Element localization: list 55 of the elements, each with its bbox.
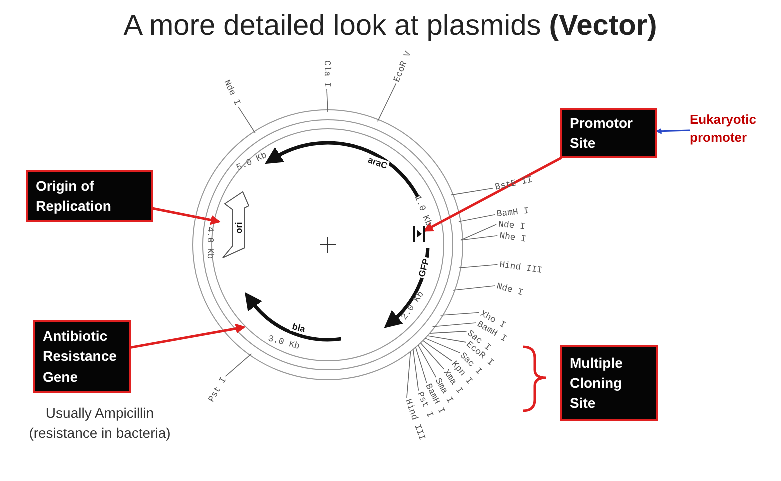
scale-label: 1.0 Kb [412,194,434,228]
promoter-marker [413,226,425,242]
leader-line [432,322,477,328]
title: A more detailed look at plasmids (Vector) [122,10,658,43]
scale-label: 5.0 Kb [235,150,269,174]
leader-line [429,331,468,334]
arrow [152,207,221,226]
leader-line [415,347,428,384]
note-text: Usually Ampicillin (resistance in bacteria) [28,404,172,443]
restriction-site-label: Nde I [222,78,242,108]
leader-line [420,342,444,370]
callout-box [33,320,131,393]
restriction-site-label: Pst I [206,376,230,404]
leader-line [326,89,328,112]
callout-text: Antibiotic Resistance Gene [43,327,118,387]
gene-name: araC [366,154,390,172]
arrow [130,324,246,349]
arrow [423,156,562,232]
gene-name: GFP [416,256,432,280]
scale-label: 3.0 Kb [267,334,301,352]
leader-line [412,349,420,392]
leader-line [425,338,460,354]
callout-text: Promotor Site [570,114,634,153]
restriction-site-label: Nhe I [498,231,528,245]
restriction-site-label: Nde I [496,282,524,298]
restriction-site-label: Cla I [322,60,332,88]
leader-line [406,351,412,398]
restriction-site-label: EcoR V [392,50,414,84]
scale-label: 2.0 Kb [400,290,426,322]
leader-line [458,264,498,268]
restriction-site-label: Hind III [498,260,544,276]
leader-line [452,286,496,291]
restriction-site-label: BstE II [494,175,534,193]
callout-box [560,108,657,158]
arrow [656,128,690,134]
callout-text: Multiple Cloning Site [570,354,624,414]
scale-label: 4.0 Kb [205,226,215,260]
leader-line [460,235,498,241]
leader-line [238,106,256,134]
leader-line [450,188,494,196]
leader-line [427,336,467,343]
callout-text: Origin of Replication [36,176,112,216]
leader-line [225,354,252,377]
restriction-site-label: BamH I [496,206,530,220]
callout-box [560,345,658,421]
gene-name: ori [234,221,244,235]
leader-line [460,224,497,241]
leader-line [418,344,437,378]
callout-box [26,170,153,222]
leader-line [440,312,480,316]
leader-line [422,340,452,362]
restriction-site-label: Nde I [498,220,526,232]
annotation-text: Eukaryotic promoter [690,111,770,148]
leader-line [377,83,397,122]
leader-line [458,214,496,222]
